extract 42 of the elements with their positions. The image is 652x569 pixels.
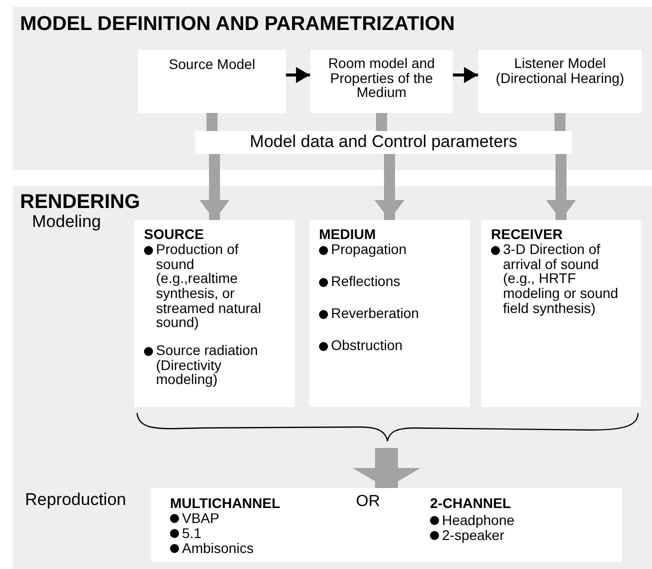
section-title: MODEL DEFINITION AND PARAMETRIZATION — [20, 13, 456, 36]
module-box — [309, 220, 470, 407]
bar-text: Model data and Control parameters — [248, 132, 518, 152]
connector-word: OR — [356, 493, 380, 512]
arrow — [453, 67, 478, 83]
list-item: VBAP — [182, 510, 220, 526]
output-box — [151, 488, 622, 562]
list-heading: RECEIVER — [491, 226, 563, 242]
list-heading: 2-CHANNEL — [430, 495, 511, 512]
list-item: Reflections — [331, 274, 400, 289]
list-item: Production of sound (e.g.,realtime synthesis, or streamed natural sound) — [156, 242, 262, 330]
list-heading: SOURCE — [144, 226, 204, 242]
module-box — [481, 220, 641, 407]
box-text: Source Model — [168, 56, 256, 72]
list-item: Ambisonics — [182, 540, 254, 556]
list-item: Obstruction — [331, 338, 403, 353]
box-text: Listener Model (Directional Hearing) — [494, 56, 626, 86]
section-title: RENDERING — [20, 191, 142, 214]
list-item: Propagation — [331, 242, 407, 257]
process-box — [310, 50, 453, 113]
data-bar — [195, 131, 572, 154]
process-box — [138, 50, 286, 113]
section-panel — [13, 186, 652, 569]
arrow — [352, 448, 420, 488]
list-heading: MEDIUM — [319, 226, 376, 242]
arrow — [286, 67, 310, 83]
list-item: Reverberation — [331, 306, 419, 321]
arrow — [200, 154, 230, 220]
box-text: Room model and Properties of the Medium — [327, 56, 436, 100]
arrow — [546, 154, 576, 220]
list-item: 5.1 — [182, 525, 202, 542]
arrow — [374, 154, 404, 220]
row-label: Modeling — [32, 212, 101, 232]
list-item: 3-D Direction of arrival of sound (e.g., HRTF modeling or sound field synthesis) — [503, 242, 619, 316]
list-item: Source radiation (Directivity modeling) — [156, 343, 259, 388]
list-item: Headphone — [442, 512, 514, 528]
list-item: 2-speaker — [442, 527, 504, 544]
list-heading: MULTICHANNEL — [170, 495, 280, 512]
section-panel — [13, 7, 652, 170]
process-box — [478, 50, 642, 113]
row-label: Reproduction — [25, 490, 126, 510]
module-box — [134, 220, 295, 407]
